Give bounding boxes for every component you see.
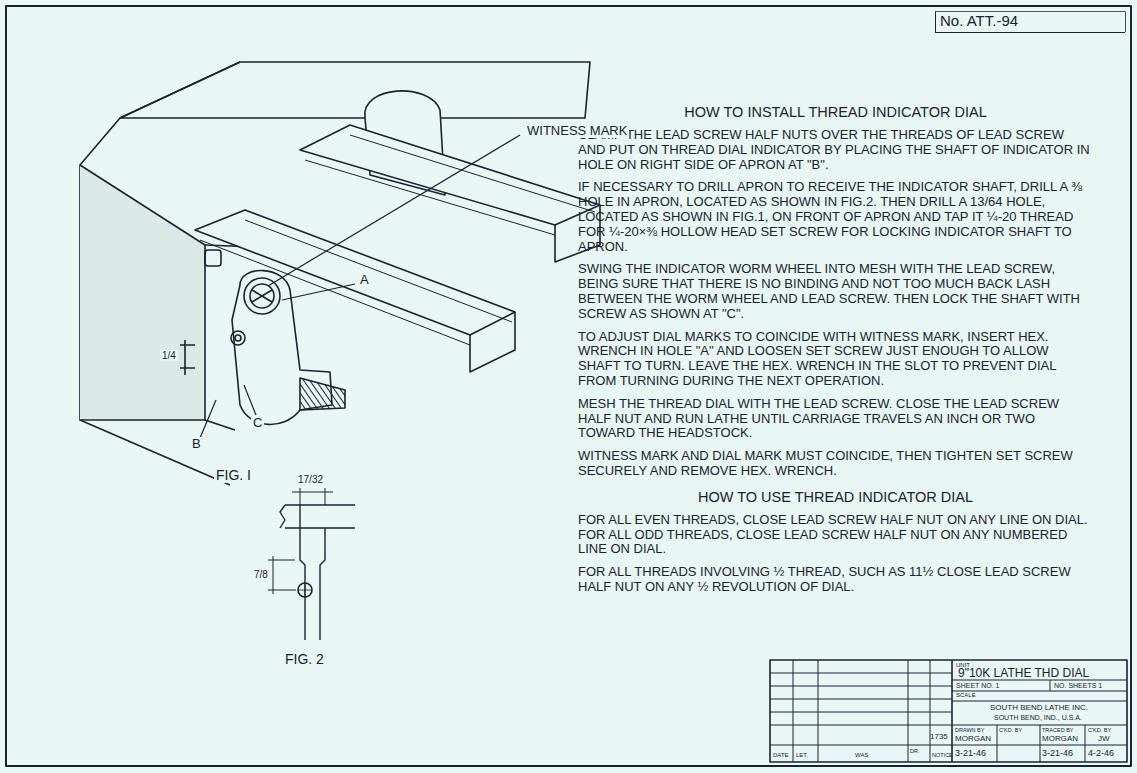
title-block-field: SCALE [956, 692, 976, 699]
title-block-value: MORGAN [955, 735, 991, 744]
drawing-number: No. ATT.-94 [936, 12, 1018, 29]
title-block-field: SHEET NO. 1 [956, 682, 999, 690]
title-block-value: JW [1098, 735, 1110, 744]
revision-header: DATE [773, 752, 789, 759]
callout-letter: A [358, 273, 371, 287]
title-block-field: TRACED BY [1042, 727, 1073, 733]
revision-header: WAS [855, 752, 868, 759]
instruction-paragraph: TO ADJUST DIAL MARKS TO COINCIDE WITH WI… [578, 330, 1093, 389]
title-block-value: 1735 [930, 733, 948, 742]
dimension: 7/8 [252, 569, 270, 580]
title-block-field: NO. SHEETS 1 [1054, 682, 1102, 690]
instruction-paragraph: CLAMP THE LEAD SCREW HALF NUTS OVER THE … [578, 128, 1093, 172]
revision-header: DR. [910, 748, 919, 754]
instruction-paragraph: WITNESS MARK AND DIAL MARK MUST COINCIDE… [578, 449, 1093, 479]
dimension: 17/32 [296, 474, 325, 485]
title-block-company: SOUTH BEND LATHE INC. [990, 704, 1088, 713]
title-block-field: DRAWN BY [955, 727, 984, 733]
title-block-field: C'KD. BY [1088, 727, 1111, 733]
title-block-value: MORGAN [1042, 735, 1078, 744]
figure-caption: FIG. I [214, 468, 253, 483]
title-block-field: C'KD. BY [999, 727, 1022, 733]
callout-letter: C [251, 416, 264, 430]
instruction-paragraph: MESH THE THREAD DIAL WITH THE LEAD SCREW… [578, 397, 1093, 441]
title-block-company: SOUTH BEND, IND., U.S.A. [994, 714, 1082, 722]
number-box: No. ATT.-94 [935, 12, 1125, 33]
instruction-paragraph: FOR ALL EVEN THREADS, CLOSE LEAD SCREW H… [578, 513, 1093, 557]
instruction-paragraph: IF NECESSARY TO DRILL APRON TO RECEIVE T… [578, 180, 1093, 254]
figure-caption: FIG. 2 [283, 652, 326, 667]
title-block-value: 3-21-46 [955, 749, 986, 759]
instruction-column: HOW TO INSTALL THREAD INDICATOR DIAL CLAM… [578, 104, 1093, 595]
instruction-paragraph: SWING THE INDICATOR WORM WHEEL INTO MESH… [578, 262, 1093, 321]
title-block-value: 4-2-46 [1088, 749, 1114, 759]
dimension: 1/4 [160, 350, 178, 361]
title-block-value: 3-21-46 [1042, 749, 1073, 759]
revision-header: LET. [796, 752, 808, 759]
title-block-title: 9"10K LATHE THD DIAL [958, 667, 1089, 680]
callout-letter: B [190, 437, 203, 451]
revision-header: NOTICE [932, 752, 953, 758]
instruction-paragraph: FOR ALL THREADS INVOLVING ½ THREAD, SUCH… [578, 565, 1093, 595]
section-heading: HOW TO USE THREAD INDICATOR DIAL [578, 489, 1093, 505]
callout-label: WITNESS MARK [525, 124, 629, 138]
sheet-heading: HOW TO INSTALL THREAD INDICATOR DIAL [578, 104, 1093, 120]
